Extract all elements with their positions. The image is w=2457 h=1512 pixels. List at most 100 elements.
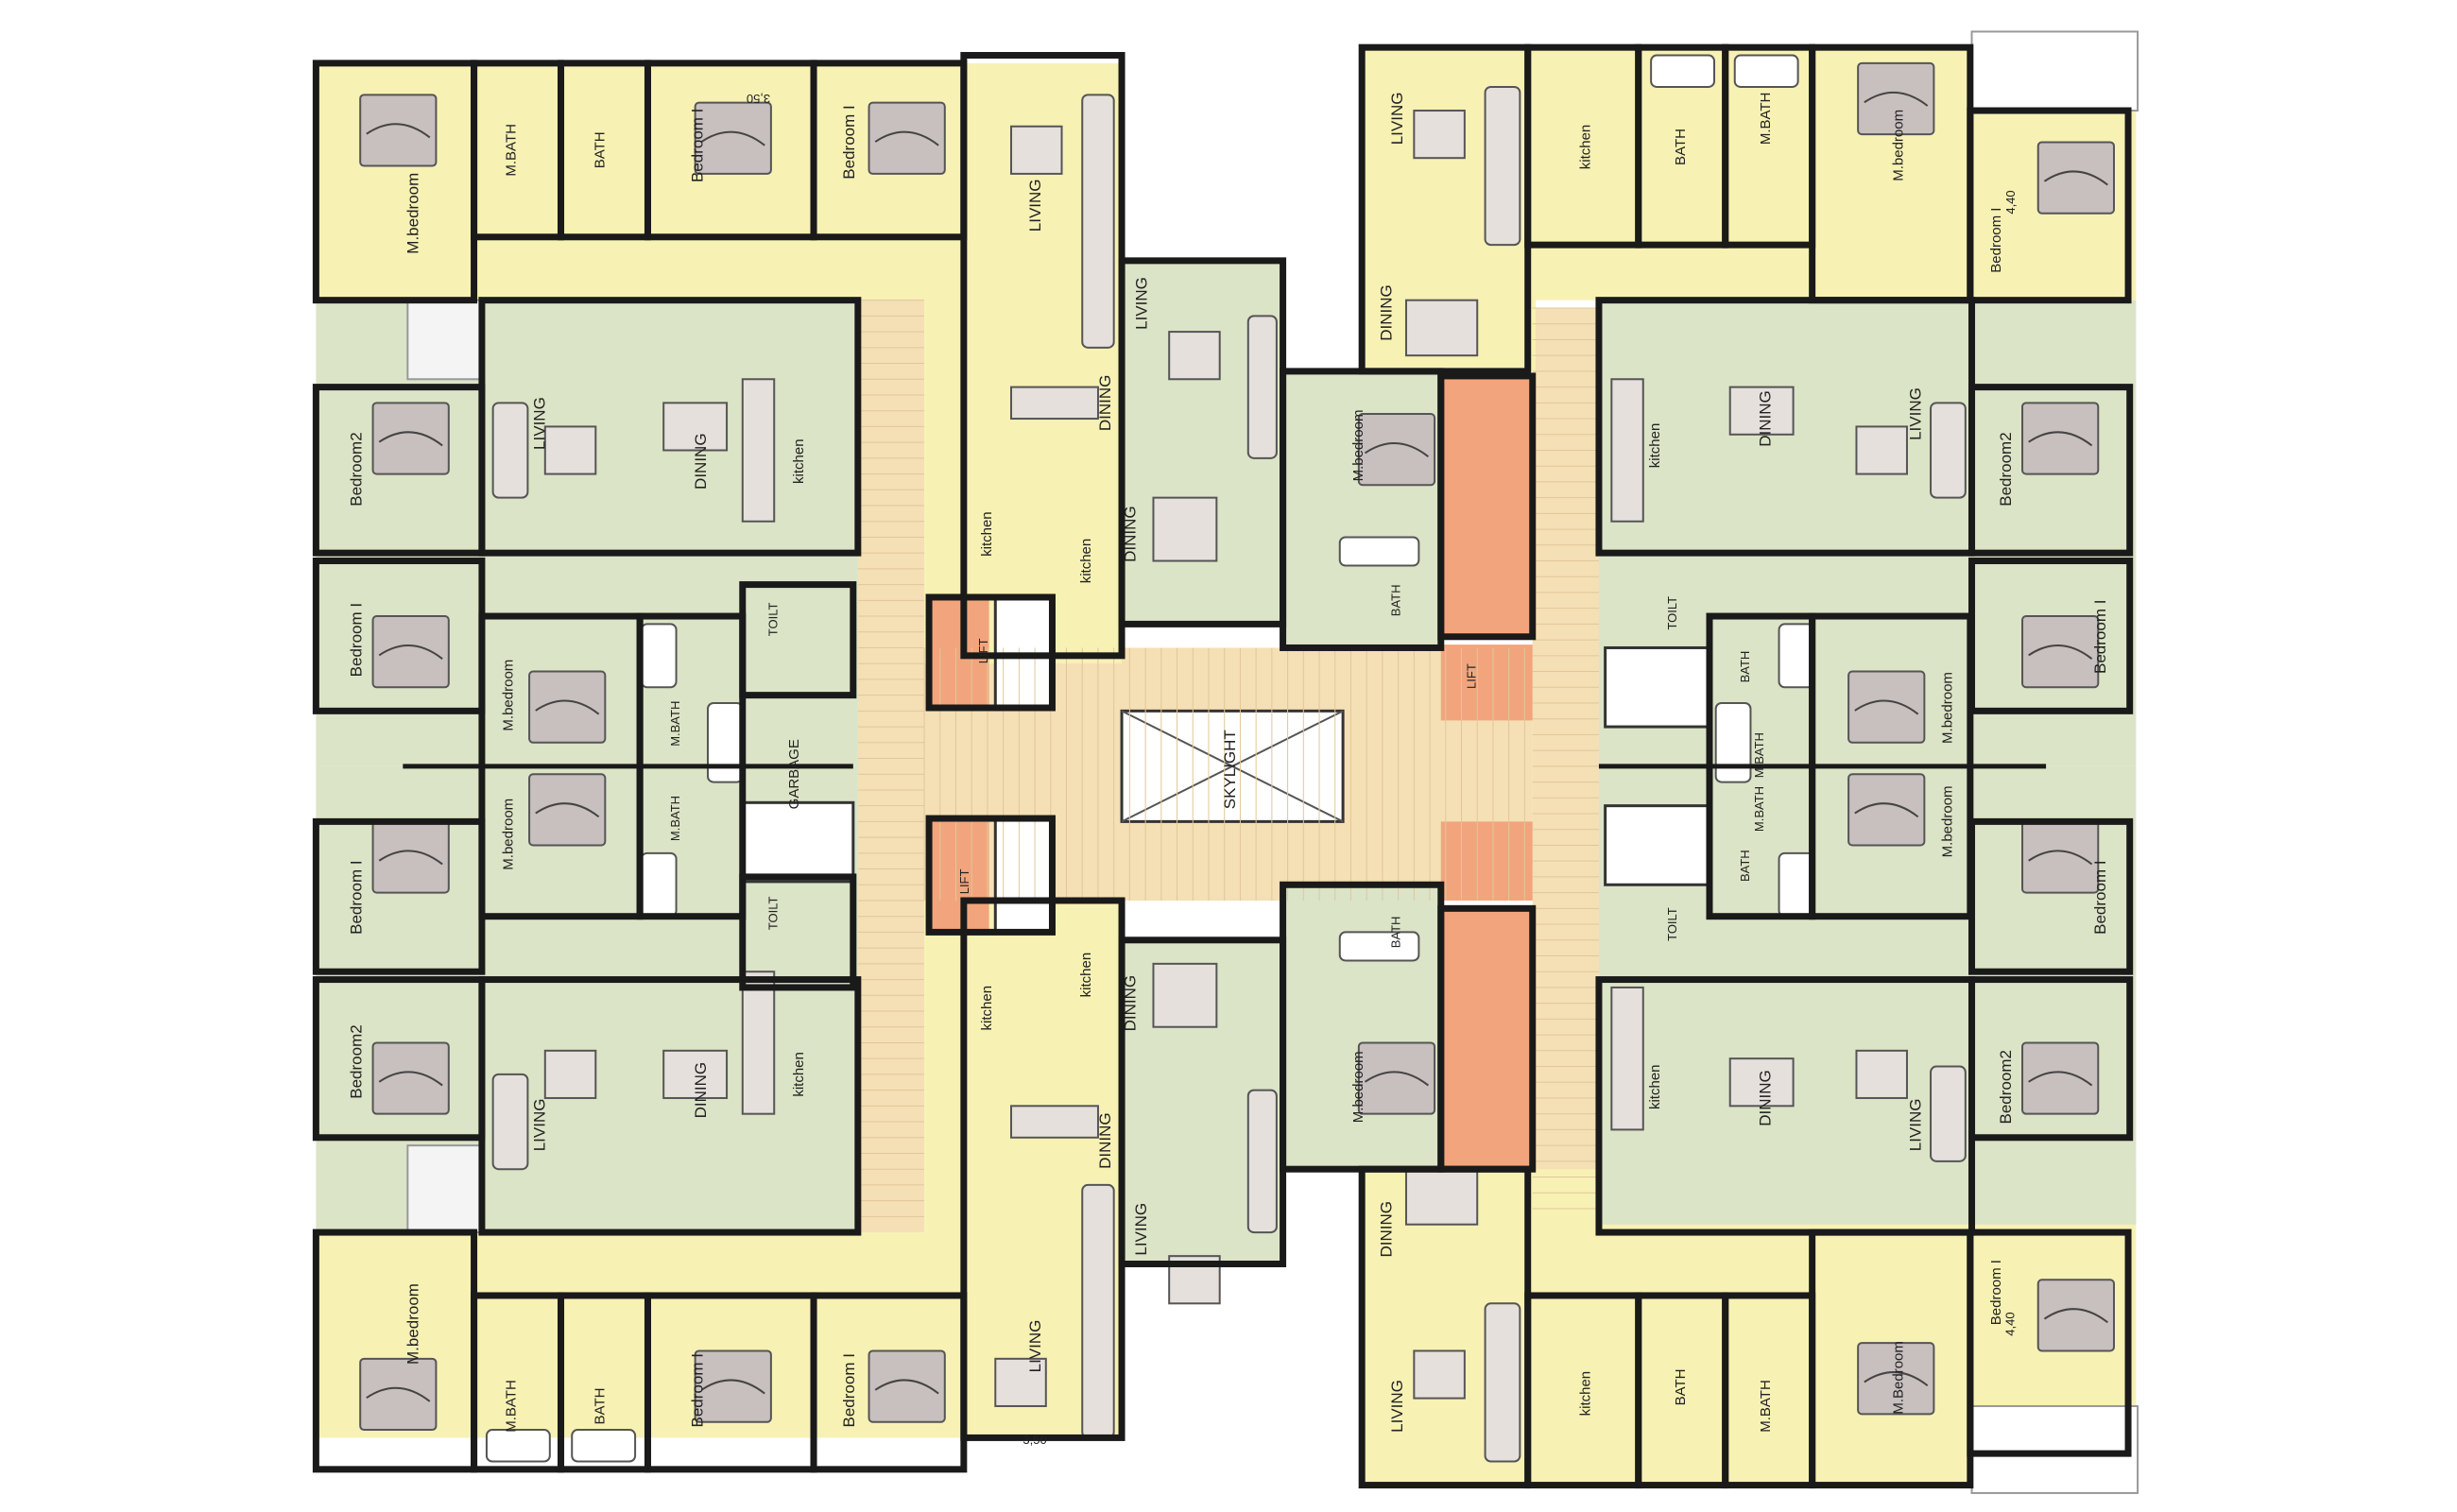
dining-table-icon	[1728, 386, 1795, 436]
label-lift-west-lower: LIFT	[957, 868, 971, 894]
sofa-icon	[1081, 94, 1115, 349]
bed-icon	[359, 94, 438, 167]
label-dim-sw: 3,50	[1022, 1433, 1046, 1447]
label-bedroom2-w-upper: Bedroom2	[347, 432, 365, 506]
wall-toilet-w-upper	[739, 581, 857, 699]
bed-icon	[694, 101, 772, 175]
shaft-west-lower	[993, 816, 1053, 934]
sofa-icon	[1246, 315, 1278, 459]
kitchen-counter-icon	[1610, 378, 1644, 523]
label-mbedroom-center-se: M.bedroom	[1350, 1051, 1366, 1123]
label-bath-e-lower: BATH	[1738, 850, 1752, 882]
bed-icon	[2021, 1041, 2100, 1115]
label-kitchen-se: kitchen	[1578, 1371, 1594, 1417]
bed-icon	[1357, 1041, 1436, 1115]
label-toilet-w-lower: TOILT	[766, 896, 781, 930]
label-kitchen-sw-b: kitchen	[1078, 953, 1094, 998]
bathtub-icon	[1338, 536, 1420, 567]
bathtub-icon	[485, 1429, 551, 1463]
bed-icon	[371, 1041, 450, 1115]
label-dim-nw: 3,50	[747, 92, 770, 106]
label-mbath-sw: M.BATH	[504, 1380, 520, 1433]
kitchen-counter-icon	[741, 378, 776, 523]
bathtub-icon	[571, 1429, 637, 1463]
wall-living-w-lower	[478, 976, 862, 1236]
label-toilet-e-upper: TOILT	[1665, 596, 1679, 630]
bathtub-icon	[1733, 54, 1799, 88]
sofa-icon	[491, 402, 529, 499]
wall-lift-west-upper	[925, 593, 1056, 712]
bed-icon	[2021, 820, 2100, 894]
label-living-w-upper: LIVING	[530, 397, 548, 450]
label-mbath-w-upper: M.BATH	[668, 701, 682, 747]
label-bedroom1-w-lower: Bedroom I	[347, 860, 365, 934]
label-kitchen-w-upper: kitchen	[791, 438, 807, 484]
label-bath-sw: BATH	[592, 1388, 608, 1425]
coffee-table-icon	[994, 1357, 1047, 1407]
label-mbedroom-sw: M.bedroom	[404, 1283, 422, 1365]
bed-icon	[1847, 670, 1926, 744]
bathtub-icon	[1778, 851, 1815, 918]
label-kitchen-e-lower: kitchen	[1647, 1064, 1663, 1109]
stair-south	[1440, 908, 1533, 1170]
label-mbedroom-ne: M.bedroom	[1891, 110, 1907, 181]
label-dining-w-lower: DINING	[692, 1062, 710, 1119]
wall-bedroom1-ne	[1967, 107, 2132, 304]
label-dining-w-upper: DINING	[692, 433, 710, 490]
skylight-cross-b	[1121, 710, 1344, 823]
label-mbedroom-center-ne: M.bedroom	[1350, 410, 1366, 482]
label-kitchen-nw-b: kitchen	[1078, 539, 1094, 584]
bed-icon	[2036, 1279, 2115, 1352]
label-kitchen-nw-a: kitchen	[979, 511, 995, 557]
wall-bedroom1-e-lower	[1968, 817, 2134, 975]
dining-table-icon	[1010, 1105, 1099, 1139]
bathtub-icon	[1714, 701, 1752, 783]
bed-icon	[1847, 773, 1926, 847]
label-living-center-nw: LIVING	[1132, 277, 1150, 330]
label-mbedroom-nw: M.bedroom	[404, 173, 422, 254]
bathtub-icon	[640, 623, 678, 689]
dining-table-icon	[1404, 1168, 1479, 1226]
coffee-table-icon	[543, 425, 597, 475]
label-bedroom1-sw-b: Bedroom I	[840, 1353, 858, 1427]
bed-icon	[2036, 141, 2115, 215]
sofa-icon	[1930, 1065, 1967, 1162]
bed-icon	[528, 670, 607, 744]
wall-toilet-w-lower	[739, 873, 857, 991]
balcony-nw	[406, 299, 485, 381]
label-m-bath-e-upper: M.BATH	[1752, 732, 1766, 778]
dining-table-icon	[662, 1049, 729, 1099]
kitchen-counter-icon	[741, 971, 776, 1115]
label-bedroom1-w-upper: Bedroom I	[347, 603, 365, 677]
wall-stair-north	[1437, 372, 1537, 641]
bed-icon	[694, 1349, 772, 1423]
wall-lift-west-lower	[925, 815, 1056, 936]
wall-bedroom1-se	[1967, 1228, 2132, 1457]
bathtub-icon	[640, 851, 678, 918]
coffee-table-icon	[1855, 1049, 1908, 1099]
wall-bedroom2-e-lower	[1968, 976, 2134, 1142]
bathtub-icon	[707, 701, 744, 783]
bed-icon	[868, 1349, 946, 1423]
label-bedroom1-nw-b: Bedroom I	[840, 105, 858, 179]
label-living-sw: LIVING	[1026, 1320, 1044, 1373]
label-living-nw: LIVING	[1026, 179, 1044, 232]
kitchen-counter-icon	[1610, 986, 1644, 1131]
coffee-table-icon	[1168, 331, 1221, 381]
label-living-center-sw: LIVING	[1132, 1203, 1150, 1256]
shaft-east-lower	[1604, 804, 1710, 886]
dining-table-icon	[1404, 299, 1479, 357]
label-bath-center-ne: BATH	[1388, 584, 1402, 616]
walls-layer	[312, 43, 2134, 1489]
label-dining-se: DINING	[1377, 1201, 1395, 1258]
label-skylight: SKYLIGHT	[1221, 730, 1239, 809]
bed-icon	[359, 1357, 438, 1432]
bed-icon	[371, 615, 450, 689]
lift-east-lower	[1440, 821, 1533, 901]
label-lift-east-upper: LIFT	[1465, 663, 1479, 689]
balcony-se	[1970, 1404, 2139, 1494]
sofa-icon	[491, 1073, 529, 1171]
label-bath-center-se: BATH	[1388, 917, 1402, 949]
bed-icon	[1357, 413, 1436, 487]
